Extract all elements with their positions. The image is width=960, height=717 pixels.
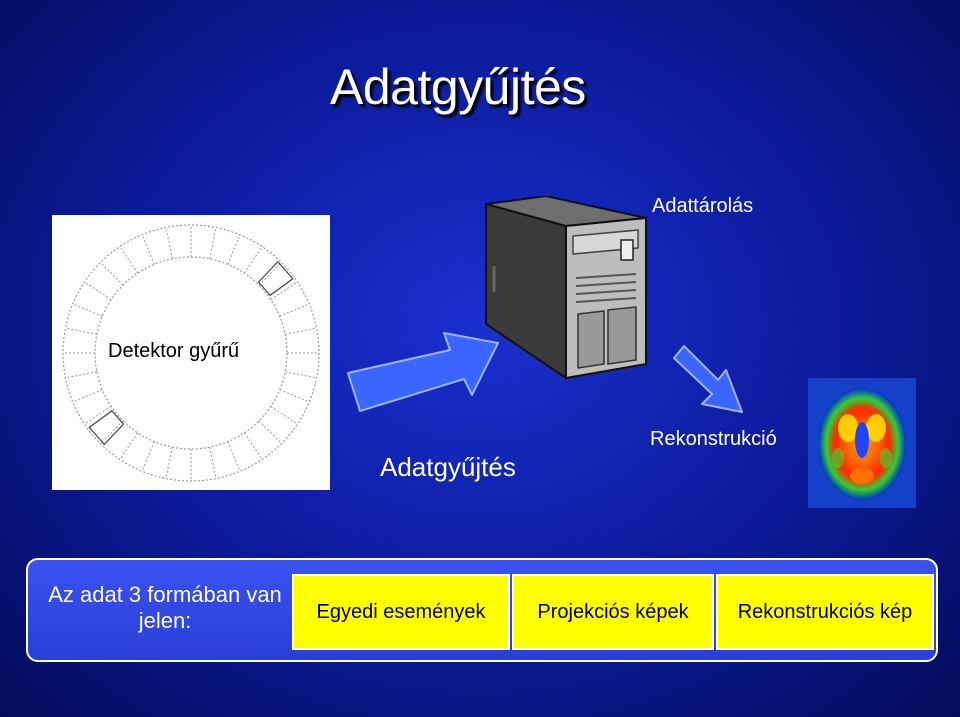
arrow-icon bbox=[347, 332, 499, 412]
data-forms-box: Az adat 3 formában van jelen: Egyedi ese… bbox=[26, 558, 938, 662]
data-forms-text: Az adat 3 formában van jelen: bbox=[48, 582, 282, 633]
detector-ring-panel bbox=[52, 215, 330, 490]
reconstruction-label: Rekonstrukció bbox=[650, 428, 777, 450]
arrow-icon bbox=[673, 345, 743, 413]
acquisition-label: Adatgyűjtés bbox=[380, 452, 516, 482]
form-projection-images: Projekciós képek bbox=[512, 574, 714, 650]
form-single-events: Egyedi események bbox=[292, 574, 510, 650]
slide-title: Adatgyűjtés bbox=[330, 59, 586, 115]
pet-brain-scan-icon bbox=[808, 378, 916, 508]
storage-label: Adattárolás bbox=[652, 195, 754, 217]
form-reconstructed-image: Rekonstrukciós kép bbox=[716, 574, 934, 650]
computer-tower-icon bbox=[485, 196, 647, 380]
detector-ring-icon bbox=[62, 224, 320, 482]
detector-ring-label: Detektor gyűrű bbox=[100, 338, 248, 365]
